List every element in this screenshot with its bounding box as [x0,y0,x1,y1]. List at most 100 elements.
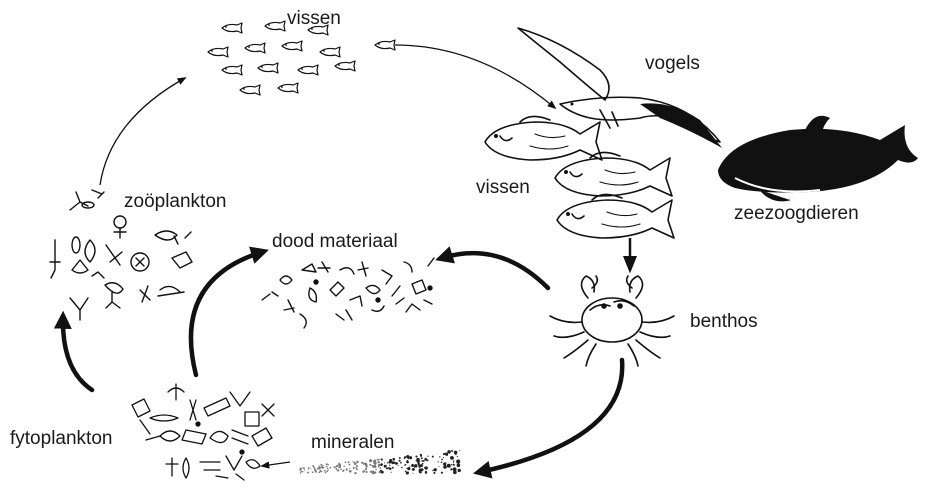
mineral-dot [454,451,458,455]
label-vissen-top: vissen [287,8,341,29]
mineral-dot [337,469,339,471]
mineral-dot [329,467,331,469]
mineral-dot [325,472,327,474]
mineral-dot [302,471,303,472]
mineral-dot [432,456,434,458]
mineral-dot [304,469,305,470]
mineral-dot [406,455,409,458]
mineral-dot [453,464,455,466]
mineral-dot [366,471,368,473]
mineral-dot [377,459,378,460]
mineral-dot [401,467,402,468]
mineral-dot [421,460,423,462]
mineral-dot [391,472,392,473]
mineral-dot [343,465,344,466]
benthos-crab-illustration [550,276,674,366]
mineral-dot [424,458,427,461]
mineral-dot [443,465,447,469]
mineral-dot [398,465,399,466]
mineral-dot [300,470,301,471]
label-mineralen: mineralen [311,432,394,453]
mineral-dot [458,465,459,466]
mineral-dot [421,457,423,459]
mineral-dot [365,468,367,470]
mineral-dot [327,470,328,471]
dood-materiaal-illustration [262,258,434,328]
mineral-dot [443,463,446,466]
mineral-dot [300,472,302,474]
mineral-dot [438,461,439,462]
mineral-dot [353,467,355,469]
vogel-illustration [518,28,722,148]
mineral-dot [392,458,395,461]
mineral-dot [320,464,322,466]
mineral-dot [378,466,379,467]
mineral-dot [381,471,384,474]
mineral-dot [412,468,415,471]
mineral-dot [353,461,355,463]
mineral-dot [333,466,335,468]
mineral-dot [381,458,383,460]
mineral-dot [458,469,461,472]
mineral-dot [316,471,317,472]
mineral-dot [349,464,351,466]
mineral-dot [391,461,394,464]
mineral-dot [324,470,326,472]
fytoplankton-illustration [132,384,274,480]
mineral-dot [420,464,423,467]
mineral-dot [339,463,341,465]
mineral-dot [397,463,398,464]
mineral-dot [373,471,374,472]
mineral-dot [345,468,347,470]
mineral-dot [447,464,451,468]
mineral-dot [320,467,322,469]
mineral-dot [389,468,392,471]
mineral-dot [455,454,456,455]
mineral-dot [319,465,320,466]
mineral-dot [454,471,456,473]
vissen-school-illustration [208,21,395,95]
arrow-benthos-to-dood-materiaal [442,253,548,288]
mineral-dot [392,467,394,469]
mineral-dot [378,464,380,466]
mineral-dot [422,463,424,465]
mineral-dot [341,469,342,470]
mineral-dot [451,450,453,452]
mineral-dot [409,456,412,459]
label-zooplankton: zoöplankton [124,191,226,212]
mineral-dot [447,450,451,454]
mineral-dot [404,464,405,465]
mineral-dot [375,469,377,471]
mineral-dot [399,457,401,459]
mineral-dot [438,466,439,467]
mineral-dot [443,453,445,455]
mineral-dot [386,467,388,469]
mineral-dot [321,471,323,473]
mineral-dot [349,468,350,469]
mineral-dot [308,467,309,468]
mineral-dot [441,461,443,463]
mineral-dot [400,462,402,464]
arrow-vissen-to-predators [395,45,555,108]
mineral-dot [326,466,328,468]
label-benthos: benthos [690,311,758,332]
label-fytoplankton: fytoplankton [10,428,112,449]
mineral-dot [370,471,372,473]
mineral-dot [345,461,347,463]
arrow-mineralen-to-fytoplankton [262,462,290,466]
arrow-fytoplankton-to-zooplankton [63,318,92,390]
mineral-dot [363,463,365,465]
mineral-dot [459,450,460,451]
mineral-dot [418,463,420,465]
mineral-dot [349,470,352,473]
mineral-dot [356,461,358,463]
mineral-dot [453,462,454,463]
mineral-dot [427,455,428,456]
mineral-dot [453,467,457,471]
mineral-dot [456,460,460,464]
mineral-dot [356,465,358,467]
mineral-dot [337,465,339,467]
mineral-dot [453,460,455,462]
mineral-dot [365,464,367,466]
